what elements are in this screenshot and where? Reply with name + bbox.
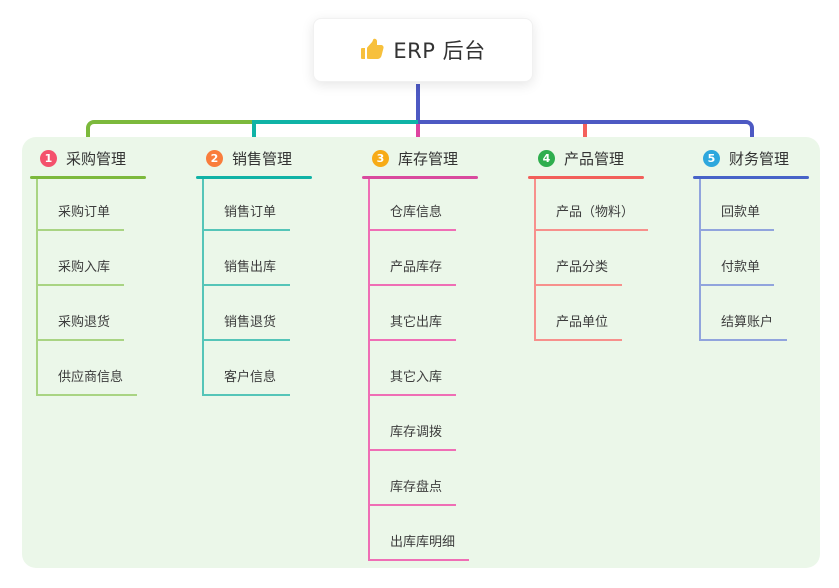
branch-underline <box>362 176 478 179</box>
child-node-purchase-inbound[interactable]: 采购入库 <box>36 259 125 286</box>
thumbs-up-icon <box>360 38 384 62</box>
branch-label: 采购管理 <box>66 150 127 168</box>
branch-header-finance[interactable]: 5 财务管理 <box>693 148 789 169</box>
child-node-product-unit[interactable]: 产品单位 <box>534 314 623 341</box>
connector-mid-segment <box>252 120 418 146</box>
connector-drop-product <box>583 124 587 146</box>
root-title: ERP 后台 <box>393 39 486 63</box>
child-node-outbound-detail[interactable]: 出库库明细 <box>368 534 470 561</box>
child-node-purchase-return[interactable]: 采购退货 <box>36 314 125 341</box>
children-connector-line <box>368 179 370 561</box>
child-node-stock-transfer[interactable]: 库存调拨 <box>368 424 457 451</box>
children-connector-line <box>202 179 204 396</box>
children-connector-line <box>699 179 701 341</box>
branch-badge: 1 <box>40 150 57 167</box>
branch-label: 财务管理 <box>729 150 790 168</box>
branch-finance: 5 财务管理 回款单 付款单 结算账户 <box>693 0 839 588</box>
child-node-product-stock[interactable]: 产品库存 <box>368 259 457 286</box>
branch-sales: 2 销售管理 销售订单 销售出库 销售退货 客户信息 <box>196 0 346 588</box>
child-node-stock-check[interactable]: 库存盘点 <box>368 479 457 506</box>
branch-inventory: 3 库存管理 仓库信息 产品库存 其它出库 其它入库 库存调拨 库存盘点 出库库… <box>362 0 512 588</box>
branch-badge: 5 <box>703 150 720 167</box>
branch-panel <box>22 137 820 568</box>
child-node-sales-outbound[interactable]: 销售出库 <box>202 259 291 286</box>
connector-left-segment <box>86 120 252 146</box>
branch-label: 销售管理 <box>232 150 293 168</box>
child-node-product-material[interactable]: 产品（物料） <box>534 204 649 231</box>
root-node[interactable]: ERP 后台 <box>313 18 533 82</box>
child-node-purchase-order[interactable]: 采购订单 <box>36 204 125 231</box>
branch-header-sales[interactable]: 2 销售管理 <box>196 148 292 169</box>
branch-badge: 2 <box>206 150 223 167</box>
child-node-customer-info[interactable]: 客户信息 <box>202 369 291 396</box>
branch-underline <box>30 176 146 179</box>
children-connector-line <box>36 179 38 396</box>
child-node-warehouse-info[interactable]: 仓库信息 <box>368 204 457 231</box>
child-node-supplier-info[interactable]: 供应商信息 <box>36 369 138 396</box>
branch-purchase: 1 采购管理 采购订单 采购入库 采购退货 供应商信息 <box>30 0 180 588</box>
branch-badge: 3 <box>372 150 389 167</box>
child-node-product-category[interactable]: 产品分类 <box>534 259 623 286</box>
branch-underline <box>693 176 809 179</box>
branch-header-inventory[interactable]: 3 库存管理 <box>362 148 458 169</box>
branch-label: 库存管理 <box>398 150 459 168</box>
child-node-other-inbound[interactable]: 其它入库 <box>368 369 457 396</box>
child-node-payment-bill[interactable]: 付款单 <box>699 259 775 286</box>
connector-drop-inventory <box>416 124 420 146</box>
branch-header-purchase[interactable]: 1 采购管理 <box>30 148 126 169</box>
child-node-settlement-account[interactable]: 结算账户 <box>699 314 788 341</box>
branch-badge: 4 <box>538 150 555 167</box>
child-node-sales-return[interactable]: 销售退货 <box>202 314 291 341</box>
branch-header-product[interactable]: 4 产品管理 <box>528 148 624 169</box>
child-node-other-outbound[interactable]: 其它出库 <box>368 314 457 341</box>
root-connector-line <box>416 84 420 122</box>
branch-underline <box>528 176 644 179</box>
branch-label: 产品管理 <box>564 150 625 168</box>
children-connector-line <box>534 179 536 341</box>
child-node-receipt-bill[interactable]: 回款单 <box>699 204 775 231</box>
child-node-sales-order[interactable]: 销售订单 <box>202 204 291 231</box>
branch-product: 4 产品管理 产品（物料） 产品分类 产品单位 <box>528 0 678 588</box>
connector-right-segment <box>418 120 754 146</box>
branch-underline <box>196 176 312 179</box>
